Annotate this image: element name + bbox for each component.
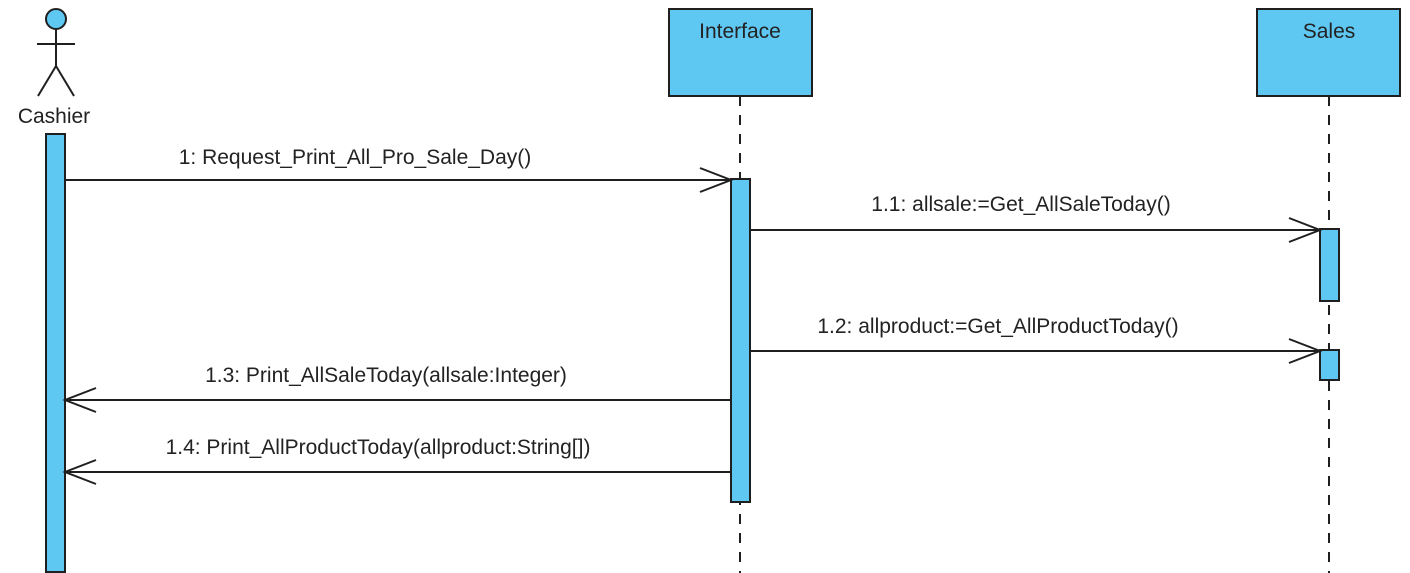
message-1: 1: Request_Print_All_Pro_Sale_Day() <box>65 146 734 193</box>
cashier-activation <box>45 133 66 573</box>
sales-participant-label: Sales <box>1303 20 1356 43</box>
sales-activation-2 <box>1319 349 1340 381</box>
sales-activation-1 <box>1319 228 1340 302</box>
interface-participant <box>668 8 813 97</box>
message-1-3-label: 1.3: Print_AllSaleToday(allsale:Integer) <box>205 364 567 387</box>
message-1-1-label: 1.1: allsale:=Get_AllSaleToday() <box>871 193 1170 216</box>
message-1-label: 1: Request_Print_All_Pro_Sale_Day() <box>179 146 532 169</box>
sales-participant <box>1256 8 1401 97</box>
message-1-2: 1.2: allproduct:=Get_AllProductToday() <box>750 315 1323 364</box>
cashier-actor-label: Cashier <box>18 105 90 128</box>
message-1-1: 1.1: allsale:=Get_AllSaleToday() <box>750 193 1323 243</box>
interface-activation <box>730 178 751 503</box>
message-1-3: 1.3: Print_AllSaleToday(allsale:Integer) <box>62 364 731 413</box>
message-1-4-label: 1.4: Print_AllProductToday(allproduct:St… <box>166 436 591 459</box>
message-1-4: 1.4: Print_AllProductToday(allproduct:St… <box>62 436 731 485</box>
cashier-actor-icon <box>37 8 75 97</box>
interface-participant-label: Interface <box>699 20 781 43</box>
message-1-2-label: 1.2: allproduct:=Get_AllProductToday() <box>817 315 1178 338</box>
